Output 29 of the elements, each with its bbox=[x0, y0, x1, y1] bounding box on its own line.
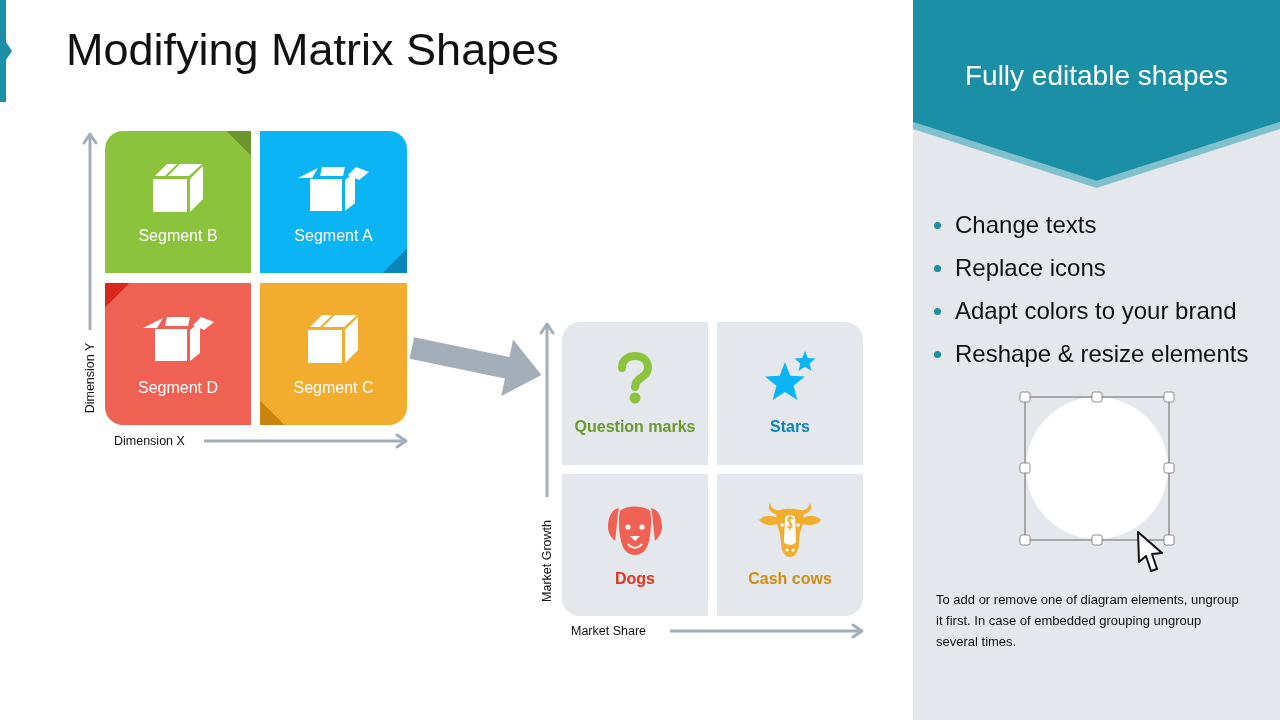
quadrant-tile bbox=[717, 322, 863, 465]
bullet-text: Change texts bbox=[955, 210, 1097, 240]
segment-label: Segment D bbox=[138, 378, 218, 398]
note-text: To add or remove one of diagram elements, ungroup it first. In case of embedded grouping ungroup several times. bbox=[936, 591, 1240, 651]
bullet-text: Replace icons bbox=[955, 253, 1106, 283]
quadrant-label: Cash cows bbox=[748, 569, 832, 589]
segment-tile bbox=[105, 131, 251, 273]
header-banner bbox=[913, 0, 1280, 188]
segment-tile bbox=[260, 283, 407, 425]
segment-label: Segment A bbox=[294, 226, 373, 246]
axis-label: Dimension Y bbox=[82, 342, 98, 414]
segment-tile bbox=[260, 131, 407, 273]
quadrant-label: Question marks bbox=[574, 417, 696, 437]
segment-label: Segment C bbox=[293, 378, 374, 398]
slide-title: Modifying Matrix Shapes bbox=[66, 23, 559, 77]
quadrant-label: Stars bbox=[770, 417, 810, 437]
segment-label: Segment B bbox=[138, 226, 218, 246]
block-arrow bbox=[409, 337, 542, 397]
quadrant-tile bbox=[562, 474, 708, 616]
axis-label: Market Growth bbox=[539, 520, 555, 602]
quadrant-tile bbox=[717, 474, 863, 616]
bullet-text: Reshape & resize elements bbox=[955, 339, 1249, 369]
quadrant-label: Dogs bbox=[615, 569, 655, 589]
axis-label: Market Share bbox=[571, 623, 647, 639]
banner-title: Fully editable shapes bbox=[965, 59, 1228, 93]
bullet-text: Adapt colors to your brand bbox=[955, 296, 1237, 326]
segment-tile bbox=[105, 283, 251, 425]
axis-label: Dimension X bbox=[114, 433, 185, 449]
quadrant-tile bbox=[562, 322, 708, 465]
